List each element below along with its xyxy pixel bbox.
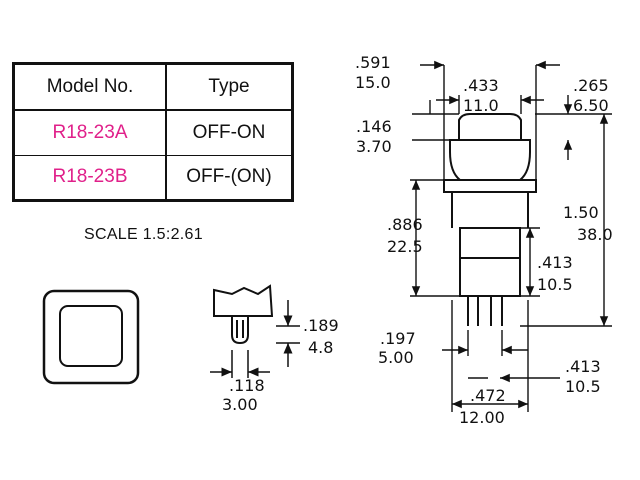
overall-width-in: .591 [355, 53, 391, 72]
dimension-lines [410, 60, 612, 412]
total-height-in: 1.50 [563, 203, 599, 222]
pin-spacing-in: .197 [380, 329, 416, 348]
body-width-in: .472 [470, 386, 506, 405]
front-view-cap [42, 289, 140, 385]
row-2-model: R18-23B [14, 154, 167, 201]
lower-body-mm: 10.5 [537, 275, 573, 294]
cap-width-in: .433 [463, 76, 499, 95]
cap-height-mm: 3.70 [356, 137, 392, 156]
terminal-tab-detail [210, 284, 300, 378]
tab-width-in: .118 [229, 376, 265, 395]
model-type-table: Model No. Type R18-23A OFF-ON R18-23B OF… [12, 62, 294, 202]
body-width-mm: 12.00 [459, 408, 505, 427]
right-offset-in: .265 [573, 76, 609, 95]
tab-width-mm: 3.00 [222, 395, 258, 414]
row-1-model: R18-23A [14, 109, 167, 156]
tab-height-in: .189 [303, 316, 339, 335]
total-height-mm: 38.0 [577, 225, 613, 244]
header-model-no: Model No. [14, 63, 167, 111]
cap-height-in: .146 [356, 117, 392, 136]
terminal-len-mm: 10.5 [565, 377, 601, 396]
body-height-mm: 22.5 [387, 237, 423, 256]
right-offset-mm: 6.50 [573, 96, 609, 115]
cap-width-mm: 11.0 [463, 96, 499, 115]
row-1-type: OFF-ON [165, 109, 292, 156]
lower-body-in: .413 [537, 253, 573, 272]
row-2-type: OFF-(ON) [165, 154, 292, 201]
overall-width-mm: 15.0 [355, 73, 391, 92]
pin-spacing-mm: 5.00 [378, 348, 414, 367]
tab-height-mm: 4.8 [308, 338, 333, 357]
scale-label: SCALE 1.5:2.61 [84, 226, 203, 243]
body-height-in: .886 [387, 215, 423, 234]
header-type: Type [165, 63, 292, 111]
terminal-len-in: .413 [565, 357, 601, 376]
switch-side-view [443, 113, 537, 326]
